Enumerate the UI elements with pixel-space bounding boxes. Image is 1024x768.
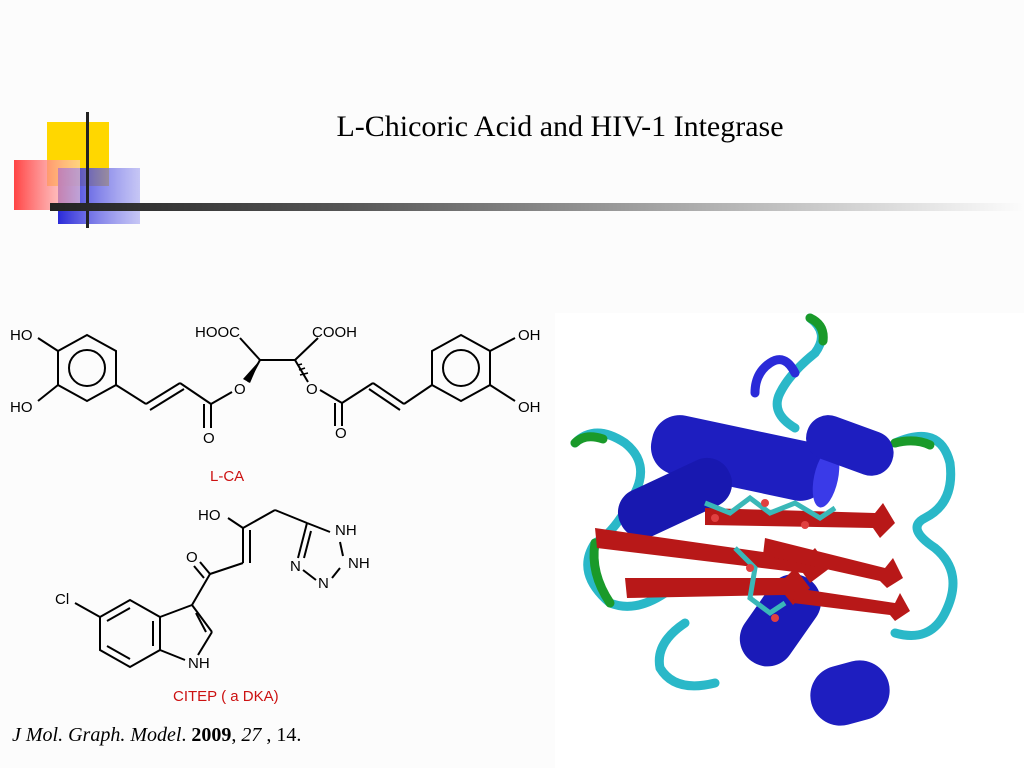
- lca-ho-bottom-left: HO: [10, 399, 33, 416]
- citation-sep2: ,: [231, 724, 242, 746]
- citep-nh-tet-right: NH: [348, 555, 370, 572]
- citation-sep1: .: [181, 724, 192, 746]
- lca-cooh: COOH: [312, 324, 357, 341]
- lca-ho-top-left: HO: [10, 327, 33, 344]
- citation-year: 2009: [191, 724, 232, 746]
- lca-label: L-CA: [210, 468, 244, 485]
- citep-nh-tet-top: NH: [335, 522, 357, 539]
- lca-o-ester-right: O: [306, 381, 318, 398]
- lca-hooc: HOOC: [195, 324, 240, 341]
- chemical-structures: HO HO HOOC COOH O O O O OH OH L-CA: [10, 324, 541, 705]
- lca-oh-bottom-right: OH: [518, 399, 541, 416]
- citep-nh-indole: NH: [188, 655, 210, 672]
- decorative-logo: [14, 112, 140, 228]
- citep-structure: [74, 509, 344, 669]
- title-divider: [50, 203, 1024, 211]
- citep-n-bottom: N: [318, 575, 329, 592]
- protein-ribbon-structure-icon: [555, 313, 1024, 768]
- citep-ho: HO: [198, 507, 221, 524]
- citep-n-left: N: [290, 558, 301, 575]
- lca-structure: [37, 333, 516, 428]
- lca-o-ester-left: O: [234, 381, 246, 398]
- citep-cl: Cl: [55, 591, 69, 608]
- lca-o-carbonyl-left: O: [203, 430, 215, 447]
- slide-title: L-Chicoric Acid and HIV-1 Integrase: [336, 110, 784, 143]
- lca-o-carbonyl-right: O: [335, 425, 347, 442]
- citation-volume: 27: [241, 724, 262, 746]
- citation: J Mol. Graph. Model. 2009, 27 , 14.: [12, 724, 301, 747]
- lca-oh-top-right: OH: [518, 327, 541, 344]
- citep-o: O: [186, 549, 198, 566]
- citation-journal: J Mol. Graph. Model: [12, 724, 182, 746]
- citep-label: CITEP ( a DKA): [173, 688, 279, 705]
- citation-pages: , 14.: [261, 724, 302, 746]
